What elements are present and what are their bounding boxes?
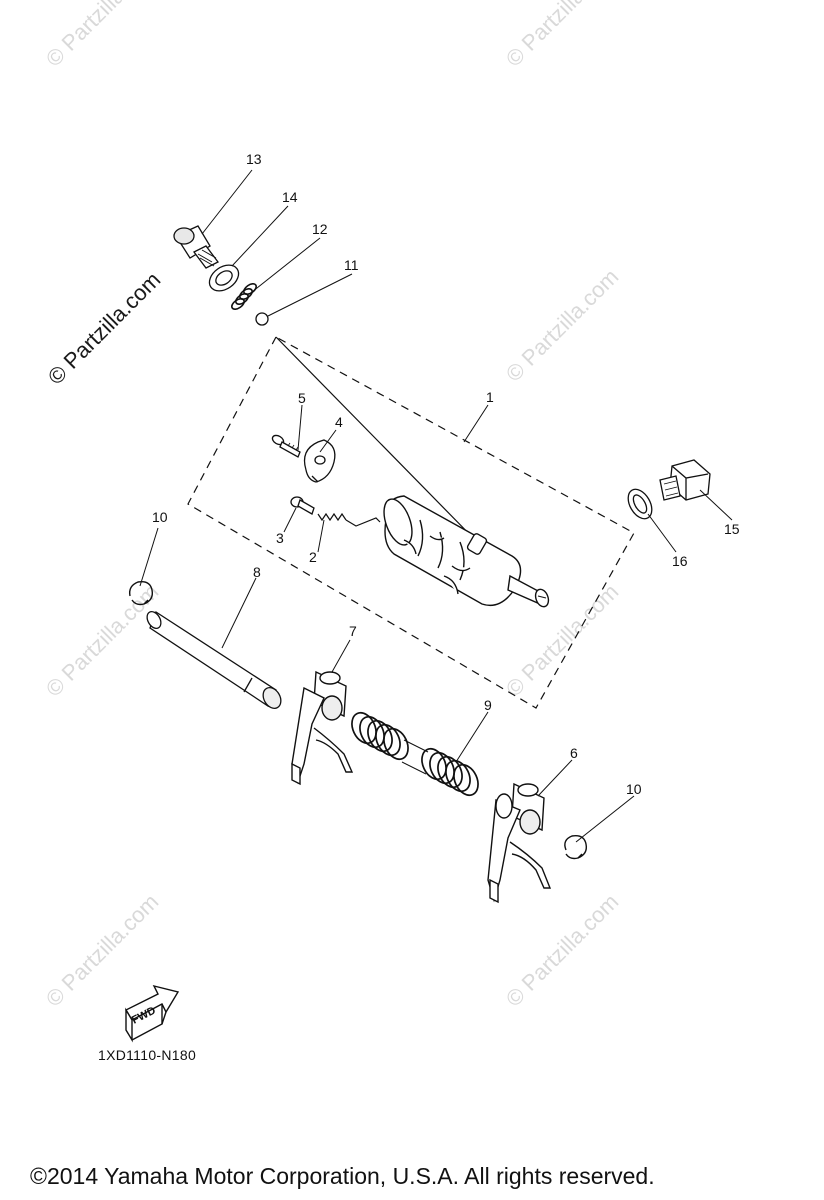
diagram-code: 1XD1110-N180 [98,1047,197,1063]
callout-8: 8 [253,564,261,580]
small-spring-part [317,512,381,527]
gasket-part [627,488,653,520]
callout-12: 12 [312,221,328,237]
callout-9: 9 [484,697,492,713]
bolt-plug-part [173,225,219,269]
callout-6: 6 [570,745,578,761]
callout-15: 15 [724,521,740,537]
callout-14: 14 [282,189,298,205]
callout-7: 7 [349,623,357,639]
shift-fork-lower-part [487,782,552,904]
stopper-plate-part [303,439,336,483]
copyright-notice: ©2014 Yamaha Motor Corporation, U.S.A. A… [30,1163,655,1189]
callout-2: 2 [309,549,317,565]
callout-5: 5 [298,390,306,406]
plug-bolt-part [659,459,711,501]
callout-1: 1 [486,389,494,405]
callout-10-right: 10 [626,781,642,797]
callout-10-left: 10 [152,509,168,525]
screw-part [271,434,301,458]
callout-3: 3 [276,530,284,546]
callout-4: 4 [335,414,343,430]
guide-bar-part [146,610,282,709]
detent-ball-part [255,312,269,326]
shift-drum-part [383,495,550,608]
shift-spring-part [351,711,479,797]
circlip-left-part [128,580,154,606]
circlip-right-part [564,834,588,860]
callout-11: 11 [344,257,359,273]
fwd-arrow-icon: FWD [125,984,180,1043]
pin-part [290,496,315,515]
assembly-boundary [187,336,635,709]
detent-spring-part [231,283,257,310]
washer-part [208,264,240,292]
callout-16: 16 [672,553,688,569]
callout-13: 13 [246,151,262,167]
shift-fork-upper-part [291,670,354,786]
